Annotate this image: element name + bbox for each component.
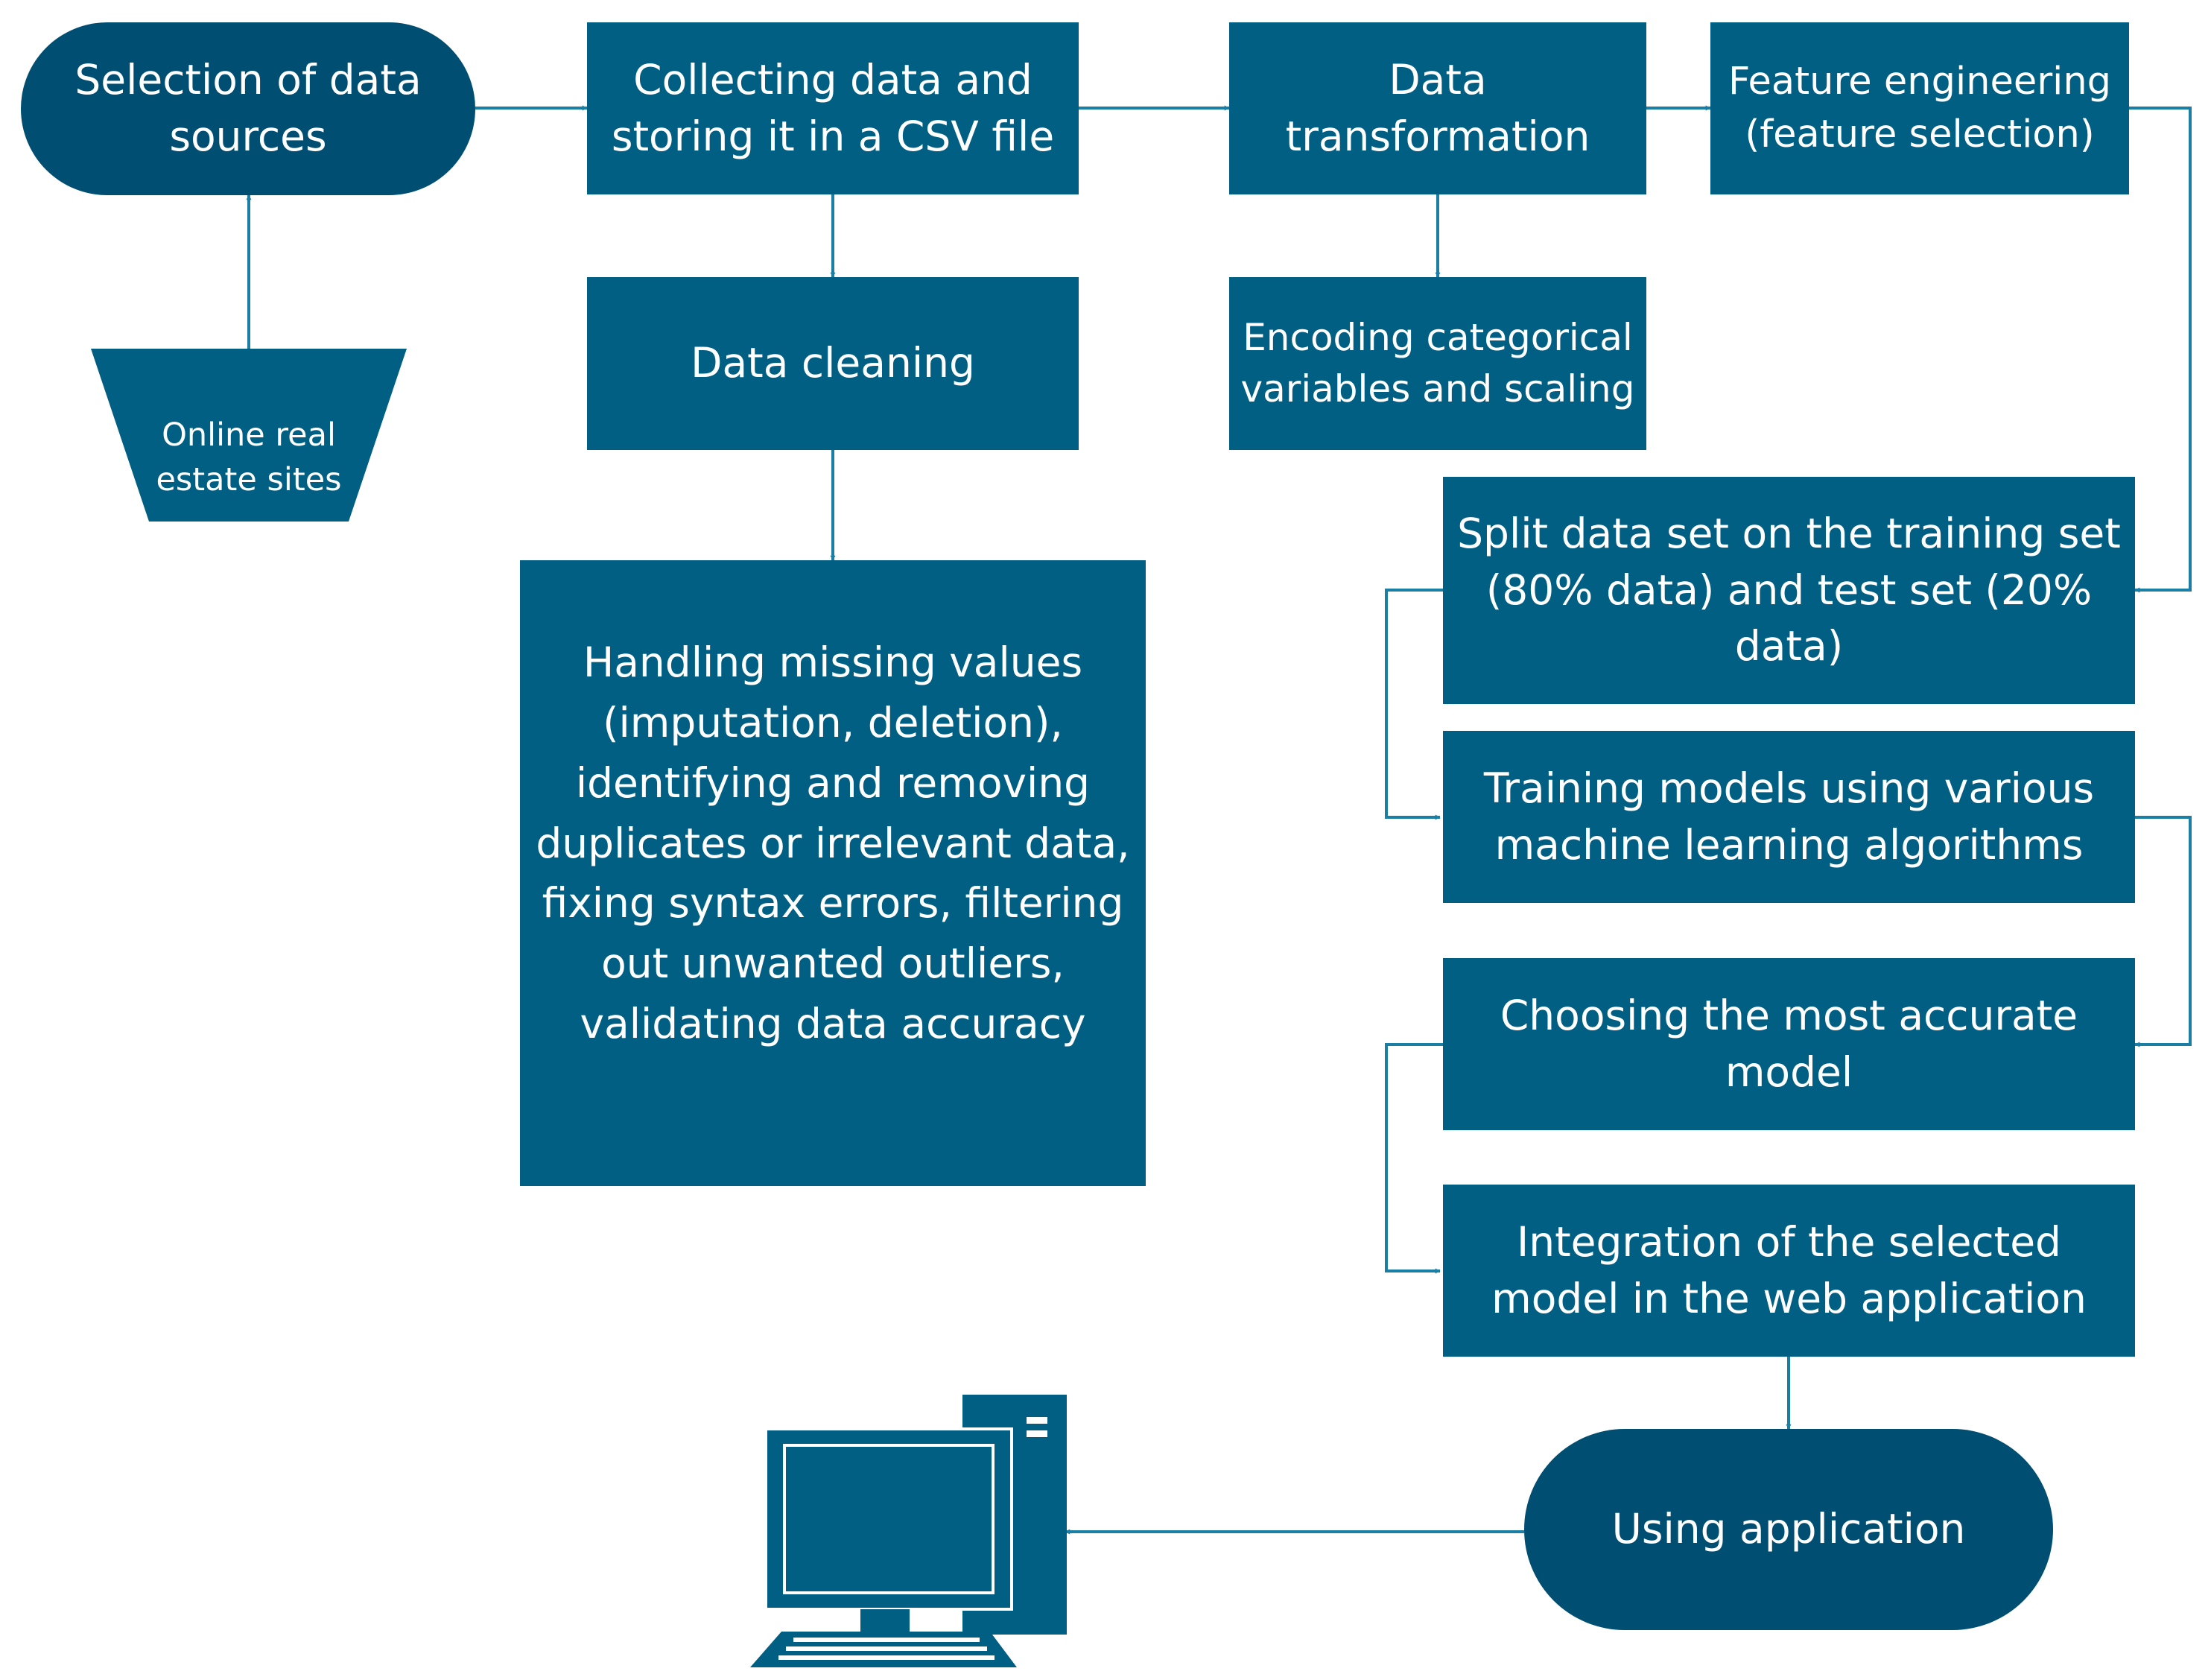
node-using-label: Using application: [1611, 1505, 1966, 1553]
node-details-label: Handling missing values (imputation, del…: [536, 638, 1130, 1048]
node-online-label: Online real estate sites: [156, 416, 342, 498]
node-integration-label: Integration of the selected model in the…: [1491, 1217, 2087, 1322]
node-training-label: Training models using various machine le…: [1483, 764, 2095, 869]
keyboard-keys: [778, 1638, 995, 1660]
node-online-real-estate-sites: Online real estate sites: [91, 349, 407, 522]
monitor-stand: [860, 1609, 910, 1632]
arrow-choosing-to-integration: [1385, 1043, 1443, 1274]
node-cleaning-label: Data cleaning: [691, 339, 975, 387]
node-split-label: Split data set on the training set (80% …: [1457, 509, 2121, 671]
monitor-frame: [764, 1427, 1013, 1611]
node-feature-engineering: Feature engineering (feature selection): [1710, 22, 2129, 194]
node-cleaning-details: Handling missing values (imputation, del…: [520, 560, 1146, 1186]
node-training-models: Training models using various machine le…: [1443, 731, 2135, 903]
node-using-application: Using application: [1524, 1429, 2053, 1630]
arrow-feature-to-split: [2129, 107, 2192, 593]
node-encoding-label: Encoding categorical variables and scali…: [1240, 316, 1635, 411]
tower-slot-1: [1027, 1417, 1047, 1424]
node-encoding-scaling: Encoding categorical variables and scali…: [1229, 277, 1646, 450]
trapezoid-shape: [91, 349, 407, 522]
tower-slot-2: [1027, 1430, 1047, 1437]
node-collecting-data: Collecting data and storing it in a CSV …: [587, 22, 1079, 194]
node-choosing-label: Choosing the most accurate model: [1500, 991, 2078, 1096]
node-data-cleaning: Data cleaning: [587, 277, 1079, 450]
node-selection-label: Selection of data sources: [74, 56, 422, 160]
node-choosing-model: Choosing the most accurate model: [1443, 958, 2135, 1130]
desktop-computer-icon: [750, 1395, 1067, 1667]
node-selection-of-data-sources: Selection of data sources: [21, 22, 475, 195]
node-transformation-label: Data transformation: [1285, 55, 1590, 160]
node-split-data-set: Split data set on the training set (80% …: [1443, 477, 2135, 704]
monitor-screen: [783, 1444, 995, 1594]
node-integration: Integration of the selected model in the…: [1443, 1185, 2135, 1357]
node-collecting-label: Collecting data and storing it in a CSV …: [611, 55, 1055, 160]
arrow-split-to-training: [1385, 589, 1443, 820]
node-feature-label: Feature engineering (feature selection): [1728, 60, 2112, 156]
node-data-transformation: Data transformation: [1229, 22, 1646, 194]
arrow-training-to-choosing: [2134, 816, 2192, 1047]
